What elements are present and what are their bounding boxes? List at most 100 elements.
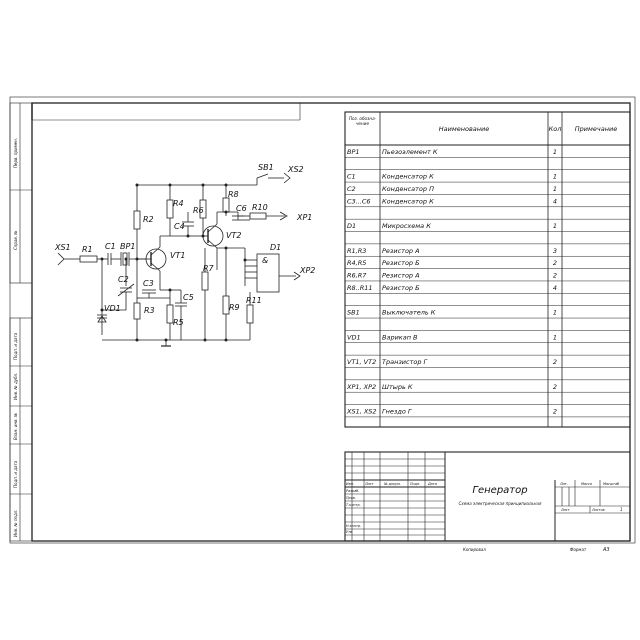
r2-resistor xyxy=(133,210,141,230)
xs1-socket-symbol xyxy=(57,252,65,266)
value-listov: 1 xyxy=(620,507,623,512)
parts-row-qty: 2 xyxy=(553,259,557,267)
parts-row-pos: R6,R7 xyxy=(347,272,367,280)
r3-resistor xyxy=(133,302,141,320)
header-pos: Поз. обозна- чение xyxy=(348,116,377,126)
label-xs1: XS1 xyxy=(54,243,71,252)
parts-row-qty: 2 xyxy=(553,358,557,366)
label-vd1: VD1 xyxy=(104,304,121,313)
side-label: Подп. и дата xyxy=(13,460,18,488)
col-docnum: № докум. xyxy=(383,482,401,486)
parts-row-name: Резистор А xyxy=(382,272,420,280)
header-name: Наименование xyxy=(439,125,490,133)
label-bp1: BP1 xyxy=(120,242,135,251)
label-r11: R11 xyxy=(246,296,262,305)
label-r4: R4 xyxy=(173,199,184,208)
parts-row-qty: 4 xyxy=(553,284,557,292)
label-vt1: VT1 xyxy=(170,251,185,260)
label-xp2: XP2 xyxy=(299,266,315,275)
col-data: Дата xyxy=(427,482,437,486)
inner-border xyxy=(31,102,631,542)
label-d1: D1 xyxy=(270,243,281,252)
parts-row-qty: 1 xyxy=(553,173,557,181)
label-xs2: XS2 xyxy=(287,165,304,174)
label-r9: R9 xyxy=(229,303,240,312)
title-block-text: Изм. Лист № докум. Подп. Дата Разраб. Пр… xyxy=(346,482,623,534)
title-block xyxy=(344,451,631,542)
left-margin-stamps xyxy=(9,102,33,542)
parts-row-name: Конденсатор К xyxy=(382,197,434,205)
r11-resistor xyxy=(246,304,254,324)
xp2-pin-symbol xyxy=(293,271,301,281)
parts-row-qty: 1 xyxy=(553,309,557,317)
xp1-pin-symbol xyxy=(279,211,288,221)
parts-row-name: Транзистор Г xyxy=(382,358,429,366)
r10-resistor xyxy=(249,212,267,220)
outer-border xyxy=(9,96,636,544)
r8-resistor xyxy=(222,197,230,213)
parts-row-qty: 2 xyxy=(553,383,557,391)
parts-row-name: Варикап В xyxy=(382,333,418,341)
footer-format-label: Формат xyxy=(570,547,587,552)
parts-row-name: Резистор Б xyxy=(382,259,420,267)
parts-row-name: Пьезоэлемент К xyxy=(382,148,438,156)
vd1-varicap xyxy=(97,315,107,323)
sheet-frame xyxy=(9,96,636,544)
side-label: Перв. примен. xyxy=(13,138,18,168)
label-c3: C3 xyxy=(143,279,154,288)
parts-list-header: Поз. обозна- чение Наименование Кол Прим… xyxy=(348,116,617,133)
parts-row-pos: VD1 xyxy=(347,333,361,341)
row-nkontr: Н.контр. xyxy=(346,524,361,528)
parts-row-pos: C1 xyxy=(347,173,356,181)
parts-row-pos: R1,R3 xyxy=(347,247,366,255)
label-c2: C2 xyxy=(118,275,129,284)
header-note: Примечание xyxy=(575,125,617,133)
parts-row-qty: 2 xyxy=(553,272,557,280)
parts-row-qty: 1 xyxy=(553,148,557,156)
r1-resistor xyxy=(79,255,98,263)
label-r10: R10 xyxy=(252,203,268,212)
label-c4: C4 xyxy=(174,222,185,231)
parts-row-qty: 1 xyxy=(553,222,557,230)
label-c1: C1 xyxy=(105,242,116,251)
parts-row-name: Гнездо Г xyxy=(382,408,413,416)
parts-row-pos: C3...C6 xyxy=(347,197,371,205)
label-listov: Листов xyxy=(591,508,605,512)
side-label: Инв. № дубл. xyxy=(13,373,18,400)
parts-row-qty: 3 xyxy=(553,247,557,255)
label-r8: R8 xyxy=(228,190,239,199)
parts-row-pos: D1 xyxy=(347,222,356,230)
parts-row-name: Штырь К xyxy=(382,383,413,391)
parts-row-name: Резистор А xyxy=(382,247,420,255)
row-razrab: Разраб. xyxy=(346,489,359,493)
label-xp1: XP1 xyxy=(296,213,312,222)
side-label: Инв. № подл. xyxy=(13,509,18,537)
side-label: Взам. инв. № xyxy=(13,413,18,440)
side-label: Справ. № xyxy=(13,231,18,250)
parts-row-qty: 4 xyxy=(553,197,557,205)
parts-row-qty: 1 xyxy=(553,333,557,341)
circuit-schematic xyxy=(57,172,301,347)
label-r6: R6 xyxy=(193,206,204,215)
parts-row-pos: C2 xyxy=(347,185,356,193)
label-list: Лист xyxy=(560,508,571,512)
parts-row-name: Конденсатор К xyxy=(382,173,434,181)
parts-row-pos: VT1, VT2 xyxy=(347,358,376,366)
footer-format-value: А3 xyxy=(602,547,610,553)
side-label: Подп. и дата xyxy=(13,332,18,360)
drawing-title: Генератор xyxy=(472,485,527,496)
footer: Копировал Формат А3 xyxy=(463,547,610,553)
row-tkontr: Т.контр. xyxy=(346,503,361,507)
label-r1: R1 xyxy=(82,245,93,254)
parts-row-pos: SB1 xyxy=(347,309,360,317)
label-lit: Лит. xyxy=(559,482,568,486)
parts-row-name: Конденсатор П xyxy=(382,185,434,193)
parts-row-pos: R4,R5 xyxy=(347,259,366,267)
col-list: Лист xyxy=(364,482,375,486)
row-utv: Утв. xyxy=(346,530,353,534)
parts-list-frame xyxy=(344,111,631,428)
label-r3: R3 xyxy=(144,306,155,315)
parts-row-name: Выключатель К xyxy=(382,309,436,317)
